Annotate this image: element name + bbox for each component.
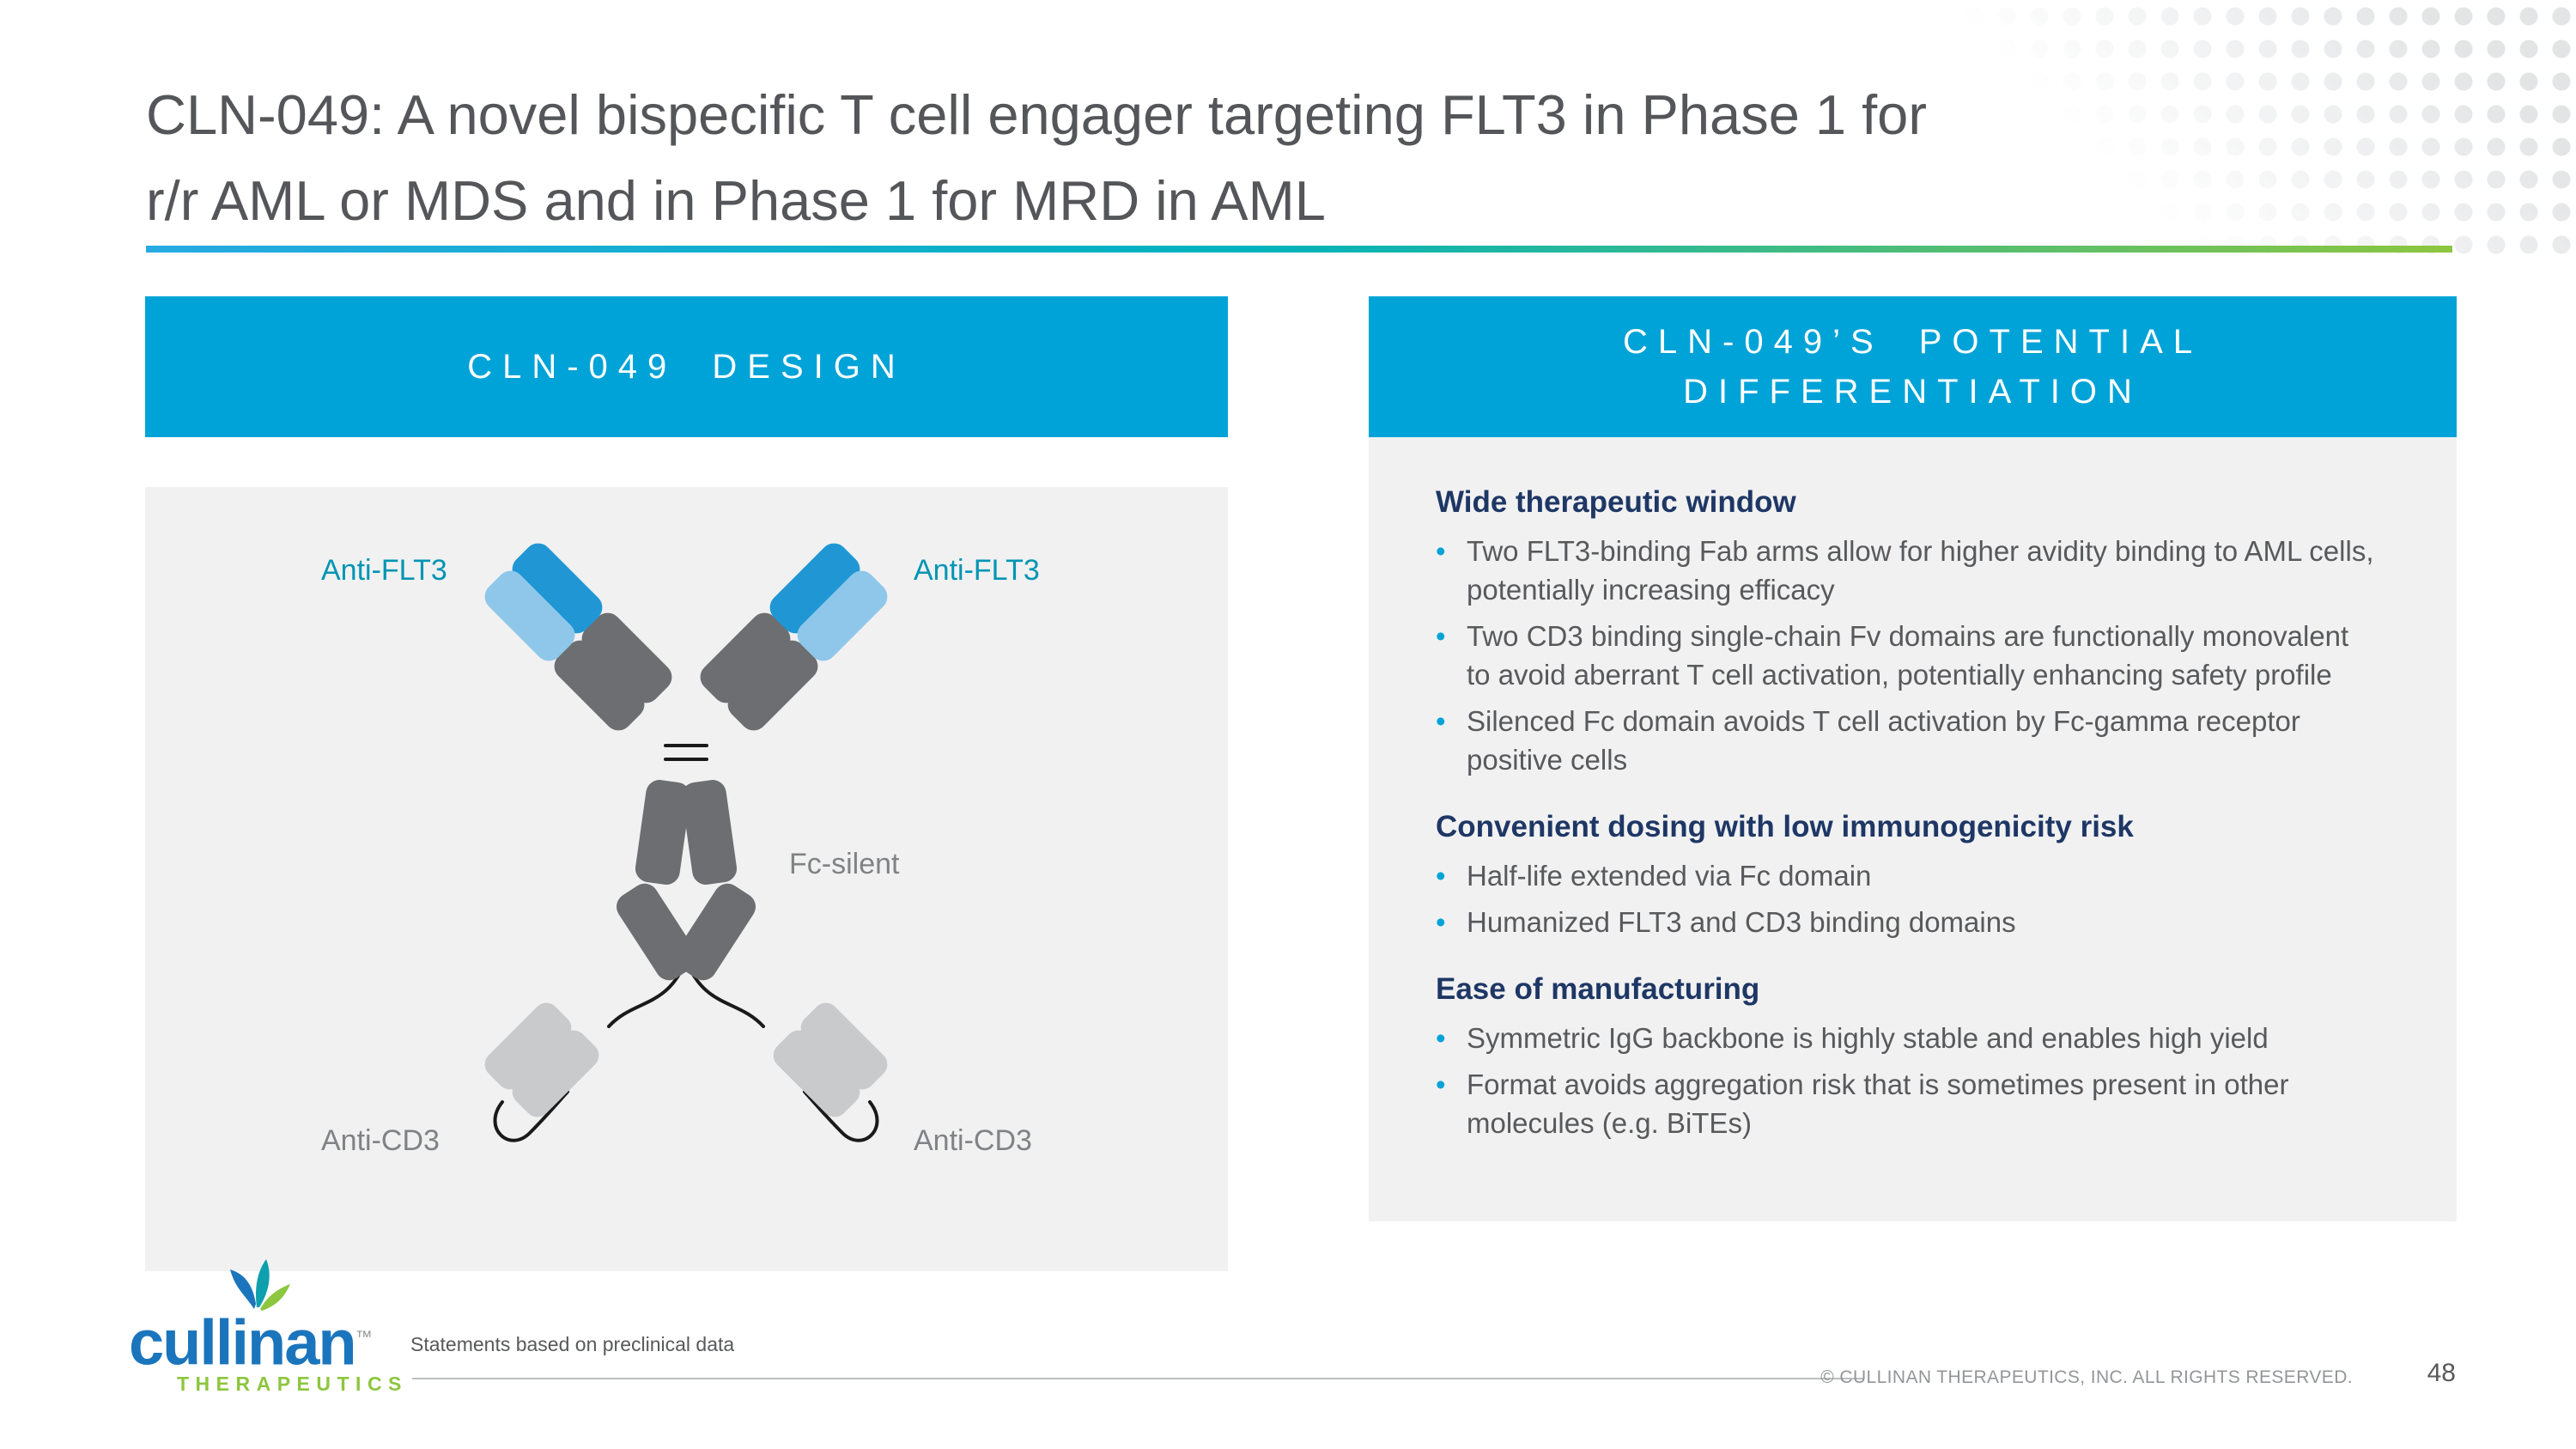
differentiation-panel: CLN-049’S POTENTIAL DIFFERENTIATION Wide… xyxy=(1369,296,2457,1221)
logo-leaves-icon xyxy=(230,1259,290,1311)
differentiation-header-line-2: DIFFERENTIATION xyxy=(1683,373,2142,411)
bullet-item: • Humanized FLT3 and CD3 binding domains xyxy=(1436,903,2374,941)
logo-subtitle: THERAPEUTICS xyxy=(177,1373,408,1395)
design-panel-header-text: CLN-049 DESIGN xyxy=(467,348,906,386)
bullet-text: Format avoids aggregation risk that is s… xyxy=(1467,1068,2289,1139)
slide-title: CLN-049: A novel bispecific T cell engag… xyxy=(146,72,2516,244)
page-number: 48 xyxy=(2427,1359,2456,1387)
copyright-text: © CULLINAN THERAPEUTICS, INC. ALL RIGHTS… xyxy=(1820,1367,2353,1387)
bullet-icon: • xyxy=(1436,535,1446,567)
fab-arm-right xyxy=(700,543,888,731)
bullet-text: Humanized FLT3 and CD3 binding domains xyxy=(1467,906,2016,938)
design-panel-header: CLN-049 DESIGN xyxy=(145,296,1228,437)
label-anti-cd3-right: Anti-CD3 xyxy=(914,1124,1032,1157)
label-anti-flt3-left: Anti-FLT3 xyxy=(321,554,447,587)
bullet-text: Two CD3 binding single-chain Fv domains … xyxy=(1467,620,2349,691)
section-heading-convenient-dosing: Convenient dosing with low immunogenicit… xyxy=(1436,810,2134,843)
bullet-text: Symmetric IgG backbone is highly stable … xyxy=(1467,1022,2269,1054)
design-panel-body: Anti-FLT3 Anti-FLT3 Fc-silent Anti-CD3 A… xyxy=(145,487,1228,1271)
antibody-diagram xyxy=(484,543,888,1142)
bullet-text: Silenced Fc domain avoids T cell activat… xyxy=(1467,705,2300,776)
bullet-text: Two FLT3-binding Fab arms allow for high… xyxy=(1467,535,2374,606)
design-panel: CLN-049 DESIGN xyxy=(145,296,1228,1271)
fc-region xyxy=(617,780,756,981)
bullet-item: • Format avoids aggregation risk that is… xyxy=(1436,1065,2374,1142)
differentiation-panel-body: Wide therapeutic window • Two FLT3-bindi… xyxy=(1369,437,2457,1221)
bullet-icon: • xyxy=(1436,906,1446,938)
footer-rule xyxy=(412,1378,1863,1379)
bullet-item: • Two FLT3-binding Fab arms allow for hi… xyxy=(1436,532,2374,609)
slide-title-line-2: r/r AML or MDS and in Phase 1 for MRD in… xyxy=(146,169,1326,232)
differentiation-panel-header: CLN-049’S POTENTIAL DIFFERENTIATION xyxy=(1369,296,2457,437)
title-underline-rule xyxy=(146,246,2452,253)
bullet-item: • Silenced Fc domain avoids T cell activ… xyxy=(1436,702,2374,779)
logo-trademark: ™ xyxy=(355,1328,373,1347)
bullet-text: Half-life extended via Fc domain xyxy=(1467,860,1872,892)
footnote-text: Statements based on preclinical data xyxy=(410,1333,735,1355)
bullet-icon: • xyxy=(1436,1068,1446,1100)
scfv-right xyxy=(773,1002,888,1117)
bullet-icon: • xyxy=(1436,705,1446,737)
bullet-icon: • xyxy=(1436,1022,1446,1054)
logo-wordmark-text: cullinan xyxy=(129,1306,357,1379)
section-heading-therapeutic-window: Wide therapeutic window xyxy=(1436,485,1796,519)
bullet-item: • Symmetric IgG backbone is highly stabl… xyxy=(1436,1019,2374,1057)
bullet-item: • Half-life extended via Fc domain xyxy=(1436,856,2374,895)
bullet-icon: • xyxy=(1436,620,1446,652)
fab-arm-left xyxy=(484,543,672,731)
section-heading-ease-of-manufacturing: Ease of manufacturing xyxy=(1436,972,1760,1006)
dot-pattern-decoration xyxy=(1958,0,2576,266)
slide-title-line-1: CLN-049: A novel bispecific T cell engag… xyxy=(146,83,1927,146)
differentiation-header-line-1: CLN-049’S POTENTIAL xyxy=(1622,323,2203,361)
bullet-item: • Two CD3 binding single-chain Fv domain… xyxy=(1436,617,2374,694)
scfv-left xyxy=(484,1002,599,1117)
label-anti-flt3-right: Anti-FLT3 xyxy=(914,554,1040,587)
bullet-icon: • xyxy=(1436,860,1446,892)
label-fc-silent: Fc-silent xyxy=(789,848,900,880)
logo-wordmark: cullinan™ xyxy=(129,1306,373,1375)
label-anti-cd3-left: Anti-CD3 xyxy=(321,1124,440,1157)
